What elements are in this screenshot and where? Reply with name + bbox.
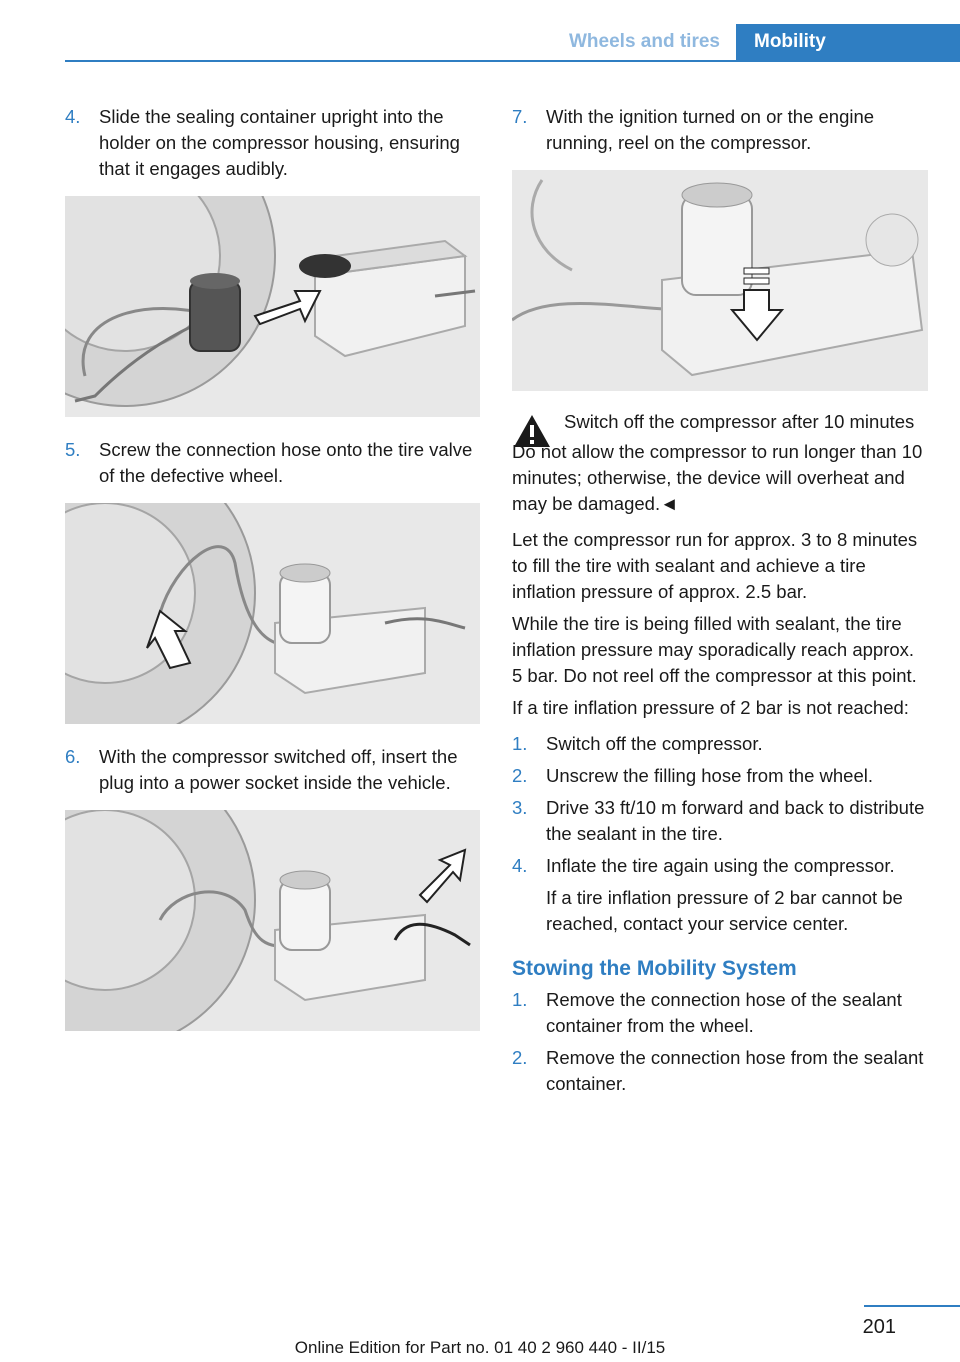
header-section-label: Wheels and tires — [569, 31, 720, 52]
step-number: 7. — [512, 106, 528, 127]
paragraph-not-reached: If a tire inflation pressure of 2 bar is… — [512, 697, 909, 718]
step-number: 4. — [65, 106, 81, 127]
step-text: Screw the connection hose onto the tire … — [99, 439, 473, 486]
step-text: Inflate the tire again using the compres… — [546, 855, 895, 876]
step-subtext: If a tire inflation pressure of 2 bar ca… — [546, 887, 903, 934]
plug-insert-illustration — [65, 810, 471, 1031]
step-text: Switch off the compressor. — [546, 733, 763, 754]
stow-steps-list: 1. Remove the connection hose of the sea… — [512, 987, 928, 1097]
footer-rule — [864, 1305, 960, 1307]
step-number: 6. — [65, 746, 81, 767]
pressure-steps-list: 1. Switch off the compressor. 2. Unscrew… — [512, 731, 928, 937]
list-item: 2. Unscrew the filling hose from the whe… — [512, 763, 928, 789]
step-text: Remove the connection hose of the seal­a… — [546, 989, 902, 1036]
edition-footer: Online Edition for Part no. 01 40 2 960 … — [294, 1338, 666, 1357]
step-number: 3. — [512, 797, 528, 818]
warning-box: Switch off the compressor after 10 mi­nu… — [512, 409, 928, 447]
page-number: 201 — [862, 1316, 896, 1338]
paragraph-run-time: Let the compressor run for approx. 3 to … — [512, 529, 918, 602]
step-7: 7. With the ignition turned on or the en… — [512, 104, 928, 156]
step-text: Slide the sealing container upright into… — [99, 106, 460, 179]
list-item: 1. Switch off the compressor. — [512, 731, 928, 757]
list-item: 2. Remove the connection hose from the s… — [512, 1045, 928, 1097]
figure-insert-container — [65, 196, 480, 417]
compressor-insert-illustration — [65, 196, 476, 407]
figure-hose-container — [65, 503, 480, 724]
list-item: 1. Remove the connection hose of the sea… — [512, 987, 928, 1039]
step-text: With the ignition turned on or the engin… — [546, 106, 875, 153]
right-column: 7. With the ignition turned on or the en… — [512, 104, 928, 1097]
paragraph-pressure-peak: While the tire is being filled with seal… — [512, 613, 917, 686]
step-text: Drive 33 ft/10 m forward and back to dis… — [546, 797, 925, 844]
left-column: 4. Slide the sealing container upright i… — [65, 104, 480, 1031]
figure-plug-container — [65, 810, 480, 1031]
step-number: 4. — [512, 855, 528, 876]
step-number: 5. — [65, 439, 81, 460]
step-number: 2. — [512, 1047, 528, 1068]
section-heading: Stowing the Mobility System — [512, 957, 797, 980]
warning-icon — [514, 415, 550, 447]
step-text: With the compressor switched off, insert… — [99, 746, 458, 793]
step-5: 5. Screw the connection hose onto the ti… — [65, 437, 480, 489]
header-chapter-tab: Mobility — [736, 24, 960, 60]
step-text: Unscrew the filling hose from the wheel. — [546, 765, 873, 786]
list-item: 4. Inflate the tire again using the comp… — [512, 853, 928, 937]
step-4: 4. Slide the sealing container upright i… — [65, 104, 480, 182]
warning-body: Do not allow the compressor to run longe… — [512, 441, 923, 514]
step-6: 6. With the compressor switched off, ins… — [65, 744, 480, 796]
list-item: 3. Drive 33 ft/10 m forward and back to … — [512, 795, 928, 847]
warning-title: Switch off the compressor after 10 mi­nu… — [564, 411, 915, 432]
compressor-reel-illustration — [512, 179, 924, 377]
step-number: 1. — [512, 989, 528, 1010]
header-rule — [65, 60, 960, 62]
step-number: 2. — [512, 765, 528, 786]
step-text: Remove the connection hose from the seal… — [546, 1047, 924, 1094]
step-number: 1. — [512, 733, 528, 754]
figure-reel-container — [512, 170, 928, 391]
hose-connect-illustration — [65, 503, 466, 724]
